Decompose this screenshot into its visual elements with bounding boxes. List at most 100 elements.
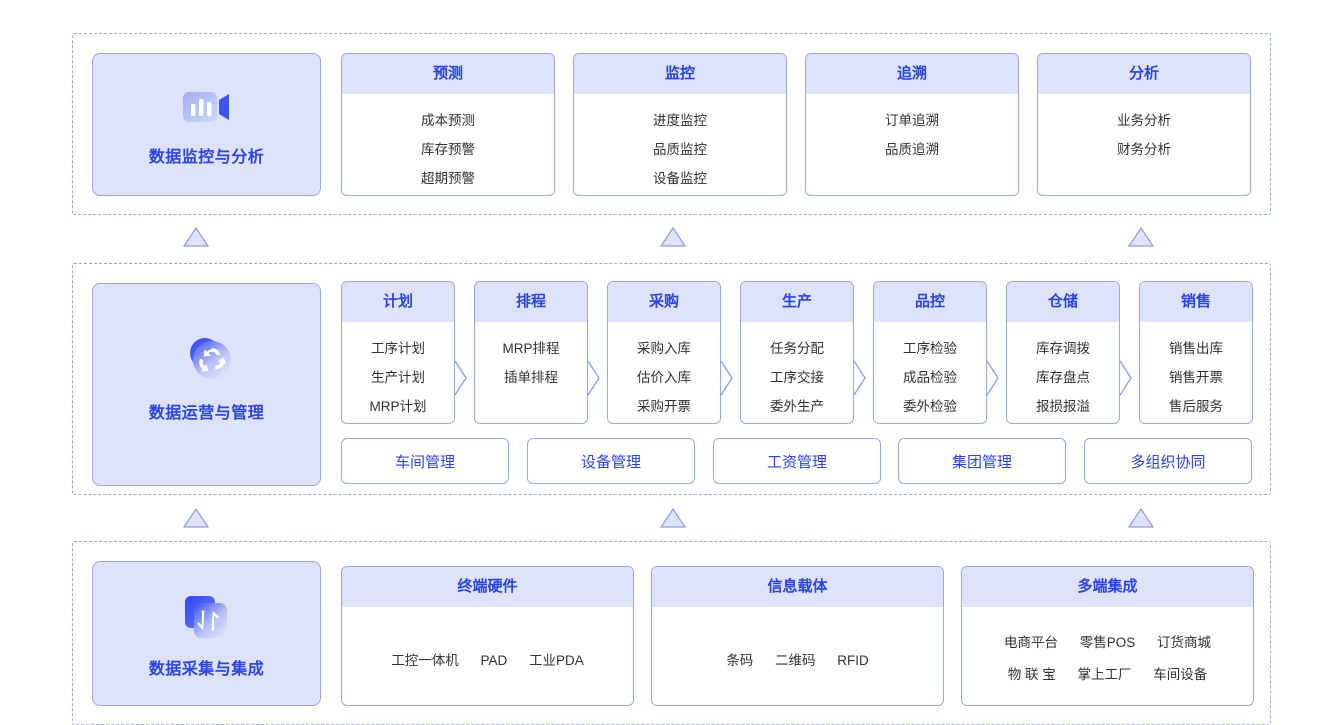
pillar-data-collection[interactable]: 数据采集与集成	[92, 561, 321, 706]
card-item[interactable]: 库存预警	[421, 142, 475, 157]
card-scheduling[interactable]: 排程 MRP排程 插单排程	[474, 281, 600, 424]
card-item[interactable]: RFID	[837, 653, 869, 668]
card-body: 条码 二维码 RFID	[652, 607, 943, 677]
card-item[interactable]: 售后服务	[1169, 399, 1223, 414]
card-multi-terminal-integration[interactable]: 多端集成 电商平台 零售POS 订货商城 物 联 宝 掌上工厂 车间设备	[961, 566, 1254, 706]
card-item[interactable]: 工序检验	[903, 341, 957, 356]
card-item[interactable]: 二维码	[775, 653, 816, 668]
card-item[interactable]: 采购开票	[637, 399, 691, 414]
card-warehousing[interactable]: 仓储 库存调拨 库存盘点 报损报溢	[1006, 281, 1132, 424]
card-monitoring[interactable]: 监控 进度监控 品质监控 设备监控	[573, 53, 787, 196]
pill-payroll-management[interactable]: 工资管理	[713, 438, 881, 484]
card-planning[interactable]: 计划 工序计划 生产计划 MRP计划	[341, 281, 467, 424]
card-item[interactable]: 电商平台	[1003, 635, 1058, 650]
card-sales[interactable]: 销售 销售出库 销售开票 售后服务	[1139, 281, 1253, 424]
card-title: 分析	[1038, 54, 1250, 94]
card-item[interactable]: 销售出库	[1169, 341, 1223, 356]
card-item[interactable]: 掌上工厂	[1077, 667, 1132, 682]
card-title: 预测	[342, 54, 554, 94]
card-forecast[interactable]: 预测 成本预测 库存预警 超期预警	[341, 53, 555, 196]
connector-triangle-up	[660, 508, 686, 528]
card-title: 采购	[608, 282, 720, 322]
connector-triangle-up	[660, 227, 686, 247]
card-terminal-hardware[interactable]: 终端硬件 工控一体机 PAD 工业PDA	[341, 566, 634, 706]
pill-multi-org-collaboration[interactable]: 多组织协同	[1084, 438, 1252, 484]
card-purchasing[interactable]: 采购 采购入库 估价入库 采购开票	[607, 281, 733, 424]
card-item[interactable]: 库存调拨	[1036, 341, 1090, 356]
chart-camera-icon	[179, 80, 235, 136]
card-item[interactable]: 生产计划	[371, 370, 425, 385]
card-item[interactable]: 订货商城	[1157, 635, 1212, 650]
pillar-data-operations[interactable]: 数据运营与管理	[92, 283, 321, 486]
card-title: 销售	[1140, 282, 1252, 322]
card-item[interactable]: 设备监控	[653, 171, 707, 186]
card-item[interactable]: MRP计划	[369, 399, 427, 414]
pill-group-management[interactable]: 集团管理	[898, 438, 1066, 484]
connector-triangle-up	[183, 508, 209, 528]
card-item[interactable]: MRP排程	[502, 341, 560, 356]
card-item[interactable]: 工序计划	[371, 341, 425, 356]
card-item[interactable]: 插单排程	[504, 370, 558, 385]
card-item-line: 物 联 宝 掌上工厂 车间设备	[962, 659, 1253, 691]
card-item[interactable]: 品质监控	[653, 142, 707, 157]
section-data-operations	[72, 263, 1271, 495]
card-item[interactable]: 品质追溯	[885, 142, 939, 157]
card-item[interactable]: 工业PDA	[529, 653, 584, 668]
card-item[interactable]: 车间设备	[1153, 667, 1208, 682]
card-item[interactable]: PAD	[480, 653, 508, 668]
card-title: 仓储	[1007, 282, 1119, 322]
card-item[interactable]: 工序交接	[770, 370, 824, 385]
card-body: 工控一体机 PAD 工业PDA	[342, 607, 633, 677]
recycle-circles-icon	[179, 328, 235, 384]
pillar-data-monitoring[interactable]: 数据监控与分析	[92, 53, 321, 196]
card-body: 库存调拨 库存盘点 报损报溢	[1007, 322, 1119, 421]
pillar-label: 数据运营与管理	[148, 405, 265, 422]
card-item[interactable]: 成品检验	[903, 370, 957, 385]
connector-triangle-up	[183, 227, 209, 247]
card-title: 追溯	[806, 54, 1018, 94]
card-item[interactable]: 采购入库	[637, 341, 691, 356]
card-item[interactable]: 物 联 宝	[1007, 667, 1056, 682]
card-analysis[interactable]: 分析 业务分析 财务分析	[1037, 53, 1251, 196]
card-item[interactable]: 任务分配	[770, 341, 824, 356]
pillar-label: 数据采集与集成	[148, 661, 265, 678]
data-transfer-icon	[179, 590, 235, 646]
card-traceability[interactable]: 追溯 订单追溯 品质追溯	[805, 53, 1019, 196]
card-item[interactable]: 委外检验	[903, 399, 957, 414]
card-item[interactable]: 超期预警	[421, 171, 475, 186]
card-title: 信息载体	[652, 567, 943, 607]
pill-workshop-management[interactable]: 车间管理	[341, 438, 509, 484]
card-item[interactable]: 财务分析	[1117, 142, 1171, 157]
card-title: 排程	[475, 282, 587, 322]
pillar-label: 数据监控与分析	[148, 149, 265, 166]
card-item[interactable]: 进度监控	[653, 113, 707, 128]
pill-equipment-management[interactable]: 设备管理	[527, 438, 695, 484]
card-body: 销售出库 销售开票 售后服务	[1140, 322, 1252, 421]
card-item[interactable]: 库存盘点	[1036, 370, 1090, 385]
card-item[interactable]: 零售POS	[1079, 635, 1136, 650]
card-item[interactable]: 工控一体机	[391, 653, 459, 668]
card-title: 多端集成	[962, 567, 1253, 607]
card-information-carrier[interactable]: 信息载体 条码 二维码 RFID	[651, 566, 944, 706]
card-item[interactable]: 订单追溯	[885, 113, 939, 128]
card-item[interactable]: 条码	[726, 653, 754, 668]
card-item[interactable]: 成本预测	[421, 113, 475, 128]
card-body: 采购入库 估价入库 采购开票	[608, 322, 720, 421]
card-title: 终端硬件	[342, 567, 633, 607]
card-body: 成本预测 库存预警 超期预警	[342, 94, 554, 193]
card-quality-control[interactable]: 品控 工序检验 成品检验 委外检验	[873, 281, 999, 424]
card-title: 生产	[741, 282, 853, 322]
card-item[interactable]: 委外生产	[770, 399, 824, 414]
card-body: 订单追溯 品质追溯	[806, 94, 1018, 164]
connector-triangle-up	[1128, 508, 1154, 528]
card-item[interactable]: 销售开票	[1169, 370, 1223, 385]
card-item[interactable]: 报损报溢	[1036, 399, 1090, 414]
card-production[interactable]: 生产 任务分配 工序交接 委外生产	[740, 281, 866, 424]
connector-triangle-up	[1128, 227, 1154, 247]
card-item[interactable]: 业务分析	[1117, 113, 1171, 128]
card-item-line: 电商平台 零售POS 订货商城	[962, 627, 1253, 659]
card-item[interactable]: 估价入库	[637, 370, 691, 385]
card-title: 品控	[874, 282, 986, 322]
card-body: 电商平台 零售POS 订货商城 物 联 宝 掌上工厂 车间设备	[962, 607, 1253, 691]
card-title: 计划	[342, 282, 454, 322]
